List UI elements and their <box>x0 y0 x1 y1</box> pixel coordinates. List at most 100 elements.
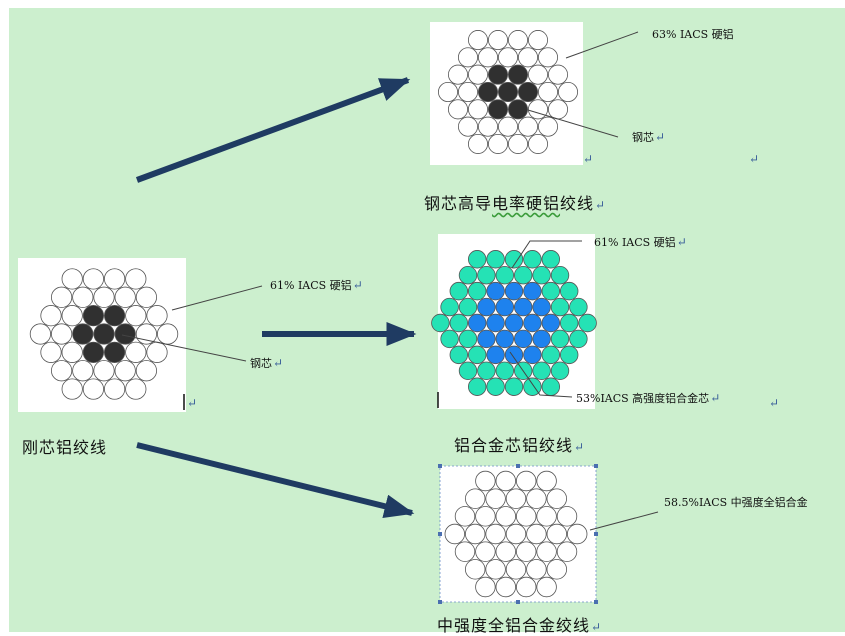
resize-handle[interactable] <box>438 532 442 536</box>
middle-outer-label-text: 61% IACS 硬铝 <box>594 236 676 249</box>
cable-strand <box>486 345 505 365</box>
cable-strand <box>440 329 459 349</box>
cable-strand <box>495 541 517 562</box>
cable-strand <box>475 541 496 562</box>
cable-strand <box>507 99 528 120</box>
cable-strand <box>495 329 515 349</box>
cable-strand <box>431 313 450 333</box>
cable-strand <box>516 470 537 492</box>
resize-handle[interactable] <box>438 600 442 604</box>
cable-strand <box>526 488 547 509</box>
cable-strand <box>114 360 136 382</box>
resize-handle[interactable] <box>516 600 520 604</box>
cable-strand <box>125 305 147 327</box>
cable-strand <box>468 377 487 396</box>
cable-strand <box>518 116 539 137</box>
cable-strand <box>50 286 73 308</box>
cable-strand <box>104 341 126 363</box>
cable-strand <box>50 360 73 382</box>
cable-strand <box>458 266 478 285</box>
cable-strand <box>538 82 559 103</box>
cable-strand <box>449 281 469 301</box>
source-cable-cross-section <box>29 268 179 400</box>
cable-strand <box>125 378 147 400</box>
cable-strand <box>550 361 570 381</box>
leader-bottom-outer <box>589 511 659 531</box>
cable-strand <box>497 116 518 137</box>
bottom-caption: 中强度全铝合金绞线↵ <box>437 612 602 636</box>
cable-strand <box>541 345 561 365</box>
cable-strand <box>541 377 561 396</box>
cable-strand <box>437 82 458 103</box>
cable-strand <box>93 323 115 345</box>
cable-strand <box>468 345 487 365</box>
top-caption-text-marked: 电率硬铝 <box>492 194 561 213</box>
cable-strand <box>486 313 505 333</box>
cable-strand <box>61 305 83 327</box>
cable-strand <box>556 541 578 562</box>
resize-handle[interactable] <box>438 464 442 468</box>
bottom-cable-cross-section <box>444 470 588 598</box>
cable-strand <box>504 281 524 301</box>
cable-strand <box>465 488 486 509</box>
cable-strand <box>467 30 488 51</box>
cable-strand <box>523 345 542 365</box>
top-core-label: 钢芯↵ <box>632 129 665 145</box>
cable-strand <box>560 345 579 365</box>
cable-strand <box>458 361 478 381</box>
return-mark: ↵ <box>676 235 687 249</box>
cable-strand <box>523 313 542 333</box>
cable-strand <box>487 99 508 120</box>
cable-strand <box>475 506 496 527</box>
source-caption-text: 刚芯铝绞线 <box>22 438 108 457</box>
cable-strand <box>526 559 547 580</box>
cable-strand <box>468 281 487 301</box>
cable-strand <box>485 523 506 545</box>
cable-strand <box>135 286 157 308</box>
cable-strand <box>458 297 478 317</box>
cable-strand <box>507 30 528 51</box>
source-outer-label: 61% IACS 硬铝↵ <box>270 277 363 293</box>
cable-strand <box>29 323 52 345</box>
cable-strand <box>507 133 528 154</box>
return-mark: ↵ <box>273 356 284 370</box>
cable-strand <box>532 266 551 285</box>
return-mark: ↵ <box>769 396 780 410</box>
middle-caption-text: 铝合金芯铝绞线 <box>454 436 574 455</box>
cable-strand <box>125 341 147 363</box>
middle-core-label: 53%IACS 高强度铝合金芯↵ <box>576 390 720 406</box>
resize-handle[interactable] <box>594 600 598 604</box>
cable-strand <box>454 541 476 562</box>
cable-strand <box>487 64 508 85</box>
cable-strand <box>541 313 561 333</box>
cable-strand <box>457 116 478 137</box>
cable-strand <box>477 297 496 317</box>
cable-strand <box>505 523 527 545</box>
return-mark: ↵ <box>595 198 607 212</box>
resize-handle[interactable] <box>594 464 598 468</box>
cable-strand <box>72 286 94 308</box>
cable-strand <box>457 82 478 103</box>
resize-handle[interactable] <box>516 464 520 468</box>
cable-strand <box>440 297 459 317</box>
cable-strand <box>82 305 105 327</box>
leader-source-core <box>121 334 247 362</box>
cable-strand <box>72 323 94 345</box>
top-cable-cross-section <box>437 30 579 154</box>
cable-strand <box>495 506 517 527</box>
cable-strand <box>548 64 569 85</box>
cable-strand <box>467 64 488 85</box>
cable-strand <box>477 47 498 68</box>
cable-strand <box>536 541 557 562</box>
cable-strand <box>546 559 568 580</box>
cable-strand <box>497 82 518 103</box>
cable-strand <box>497 47 518 68</box>
leader-top-outer <box>565 31 639 59</box>
return-mark: ↵ <box>187 396 198 410</box>
cable-strand <box>449 313 469 333</box>
cable-strand <box>504 345 524 365</box>
cable-strand <box>560 313 579 333</box>
resize-handle[interactable] <box>594 532 598 536</box>
cable-strand <box>505 559 527 580</box>
cable-strand <box>514 266 533 285</box>
